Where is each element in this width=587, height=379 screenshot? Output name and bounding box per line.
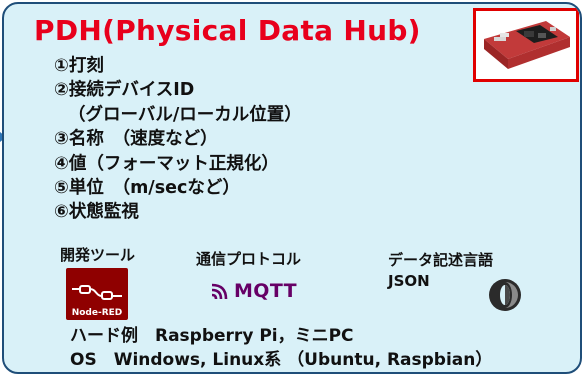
feature-item-value: ④値（フォーマット正規化） (54, 153, 279, 174)
hardware-example: ハード例 Raspberry Pi，ミニPC (70, 326, 354, 346)
feature-item-location-note: （グローバル/ローカル位置） (68, 104, 302, 125)
protocol-label: 通信プロトコル (196, 250, 302, 268)
device-photo (473, 8, 579, 82)
json-logo-icon (489, 279, 521, 311)
feature-item-timestamp: ①打刻 (54, 56, 104, 76)
data-format-label: データ記述言語 (388, 251, 494, 269)
os-example: OS Windows, Linux系 （Ubuntu, Raspbian） (70, 350, 493, 370)
node-red-logo-icon: Node-RED (66, 268, 128, 320)
footer: ハード例 Raspberry Pi，ミニPC OS Windows, Linux… (70, 324, 492, 372)
feature-list: ①打刻 ②接続デバイスID （グローバル/ローカル位置） ③名称 （速度など） … (54, 54, 302, 225)
mqtt-logo-text: MQTT (234, 280, 298, 302)
raspberry-pi-case-image (476, 11, 576, 79)
pdh-panel: PDH(Physical Data Hub) ①打刻 ②接続デバイスID （グロ… (2, 2, 582, 374)
feature-item-device-id: ②接続デバイスID (54, 80, 195, 101)
data-format-value: JSON (388, 272, 430, 290)
node-red-logo-text: Node-RED (71, 308, 123, 318)
feature-item-unit: ⑤単位 （m/secなど） (54, 178, 240, 199)
panel-title: PDH(Physical Data Hub) (34, 14, 421, 47)
feature-item-name: ③名称 （速度など） (54, 129, 218, 150)
data-format-block: データ記述言語 JSON (388, 250, 493, 292)
feature-item-status: ⑥状態監視 (54, 202, 139, 223)
mqtt-logo-icon (211, 283, 228, 300)
dev-tools-label: 開発ツール (60, 246, 136, 264)
